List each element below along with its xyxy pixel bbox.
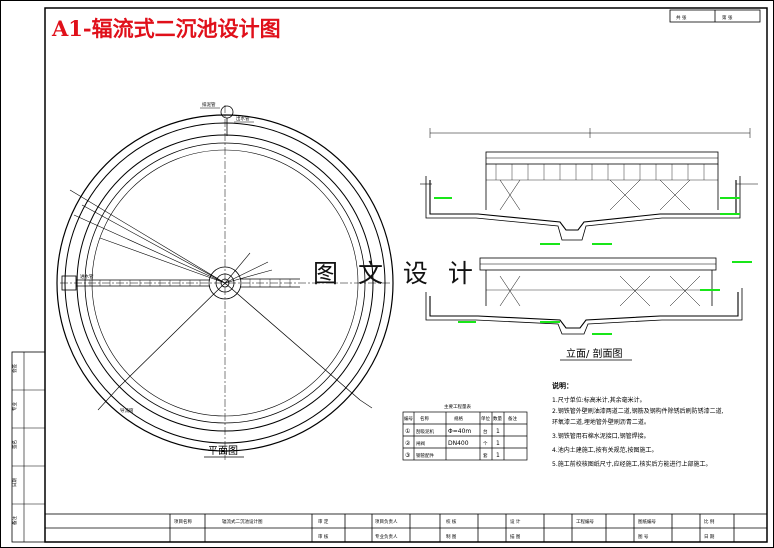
plan-caption: 平面图 (208, 445, 238, 457)
section-upper-truss (486, 164, 718, 181)
tb-draw: 制 图 (446, 533, 457, 540)
tb-review: 审 核 (318, 533, 329, 540)
watermark-text: 图 文 设 计 (313, 259, 479, 288)
th-unit: 单位 (481, 415, 490, 422)
project-label: 项目名称 (174, 518, 192, 525)
cell-r3-no: ③ (405, 452, 410, 459)
side-cell-4: 日期 (12, 478, 18, 487)
side-cell-5: 备注 (11, 516, 18, 525)
drawing-title: A1-辐流式二沉池设计图 (51, 16, 281, 41)
tb-project-no: 工程编号 (576, 518, 594, 525)
sheet-number: 第 张 (722, 14, 733, 21)
cell-r1-spec: Φ=40m (448, 428, 471, 435)
th-no: 编号 (404, 415, 413, 422)
tb-date: 日 期 (704, 534, 715, 540)
cell-r3-name: 钢管配件 (416, 452, 434, 459)
plan-callout-3: 进水管 (80, 273, 94, 280)
tb-trace: 描 图 (510, 533, 521, 540)
th-note: 备注 (508, 415, 517, 422)
tb-project-lead: 项目负责人 (375, 518, 398, 525)
cell-r3-unit: 套 (483, 452, 488, 459)
cell-r1-name: 刮吸泥机 (416, 428, 434, 435)
notes-heading: 说明： (552, 381, 573, 390)
sheet-total: 共 张 (676, 14, 687, 21)
cell-r3-qty: 1 (496, 452, 500, 459)
th-name: 名称 (420, 415, 429, 422)
cell-r2-name: 闸阀 (416, 440, 425, 447)
cell-r1-no: ① (405, 428, 410, 435)
note-line-2: 2.钢铁管外壁刷油漆两道二道,钢筋及钢构件除锈后刷防锈漆二道, (552, 407, 724, 415)
th-spec: 规格 (454, 415, 463, 422)
quantity-table: 主要工程量表 编号 名称 规格 单位 数量 备注 ① 刮吸泥机 Φ=40m 台 … (402, 403, 528, 461)
plan-view (56, 105, 394, 460)
page-counter-box: 共 张 第 张 (669, 9, 761, 23)
plan-callout-2: 出水管 (236, 115, 250, 122)
note-line-1: 1.尺寸单位:标高米计,其余毫米计。 (552, 396, 646, 404)
cell-r2-qty: 1 (496, 440, 500, 447)
cell-r2-spec: DN400 (448, 440, 469, 447)
table-title: 主要工程量表 (444, 403, 471, 410)
title-block: 项目名称 辐流式二沉池设计图 审 定 项目负责人 校 核 设 计 比 例 审 核… (44, 513, 768, 543)
th-qty: 数量 (493, 415, 502, 422)
green-marks (434, 197, 752, 335)
plan-hatch (89, 279, 291, 287)
plan-callout-1: 排泥管 (202, 101, 216, 108)
cell-r1-unit: 台 (483, 428, 488, 435)
cell-r1-qty: 1 (496, 428, 500, 435)
side-cell-3: 签名 (11, 440, 18, 449)
note-line-4: 3.钢铁管用石棉水泥接口,钢管焊接。 (552, 432, 650, 440)
note-line-3: 环氧漆二道,埋地管外壁刷沥青二道。 (552, 418, 650, 426)
countersign-column: 会签 专业 签名 日期 备注 (11, 351, 46, 543)
tb-discipline-lead: 专业负责人 (375, 533, 398, 540)
tb-approve: 审 定 (318, 518, 329, 525)
side-cell-2: 专业 (11, 402, 18, 411)
note-line-6: 5.施工前校核图纸尺寸,应经施工,核实后方能进行上部施工。 (552, 460, 712, 468)
note-line-5: 4.池内土建施工,按有关规范,按图施工。 (552, 446, 658, 454)
side-cell-1: 会签 (11, 364, 18, 373)
tb-check: 校 核 (446, 518, 457, 525)
section-upper (420, 128, 758, 241)
plan-callout-4: 导流筒 (120, 407, 134, 414)
notes-block: 说明： 1.尺寸单位:标高米计,其余毫米计。 2.钢铁管外壁刷油漆两道二道,钢筋… (552, 381, 724, 468)
section-caption: 立面/ 剖面图 (566, 347, 623, 360)
cell-r2-unit: 个 (483, 441, 488, 447)
section-lower (425, 257, 743, 335)
tb-design: 设 计 (510, 518, 521, 525)
tb-figure-no: 图 号 (638, 534, 649, 540)
project-value: 辐流式二沉池设计图 (222, 518, 263, 525)
tb-drawing-no: 图纸编号 (638, 518, 656, 525)
cell-r2-no: ② (405, 440, 411, 447)
tb-scale: 比 例 (704, 518, 715, 525)
